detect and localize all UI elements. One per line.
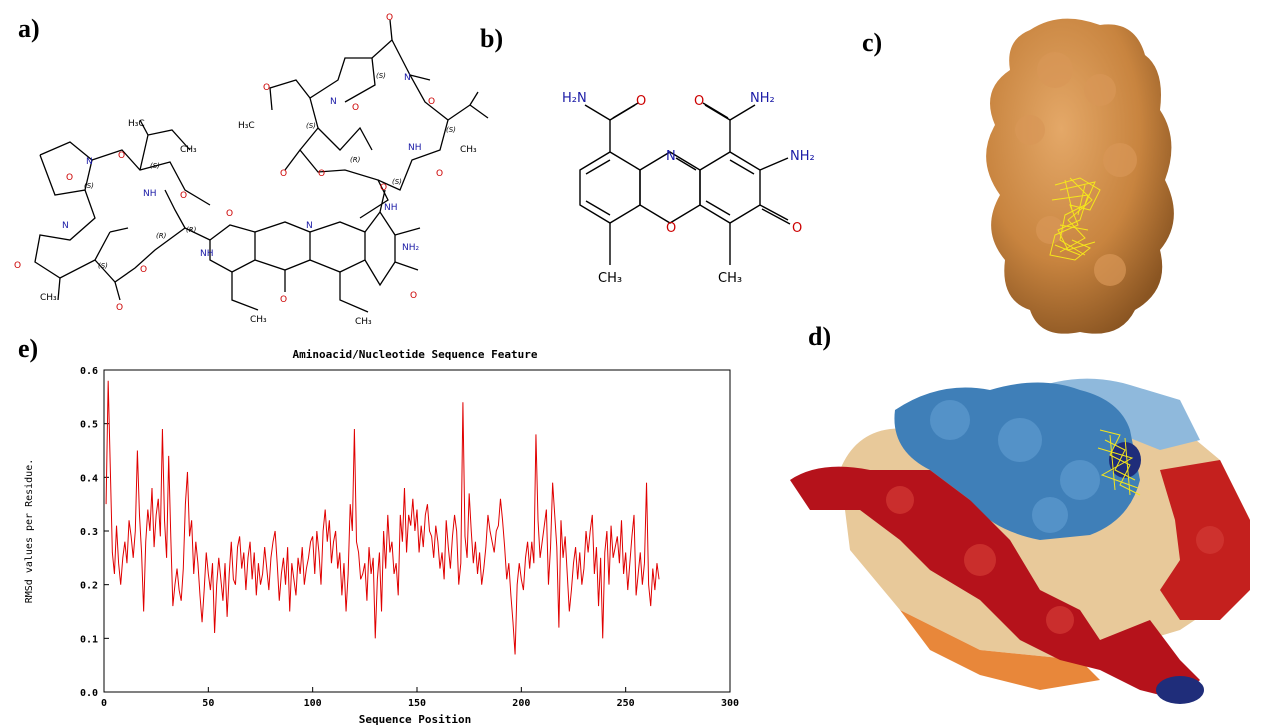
atom-label-h2n: H₂N [562, 91, 587, 106]
stereo-label-r: (R) [186, 226, 197, 234]
rmsd-chart: Aminoacid/Nucleotide Sequence Feature RM… [24, 348, 739, 726]
y-tick-label: 0.1 [80, 634, 98, 645]
x-tick-label: 100 [304, 698, 322, 709]
stereo-label-r: (R) [350, 156, 361, 164]
panel-label-a: a) [18, 14, 40, 43]
actinomycin-structure: H₃C CH₃ H₃C CH₃ CH₃ CH₃ CH₃ N NH NH N NH… [14, 13, 489, 327]
stereo-label-s: (S) [84, 182, 94, 190]
plot-frame [103, 369, 731, 693]
atom-label-h3c: H₃C [238, 121, 255, 131]
atom-label-o: O [140, 265, 147, 275]
protein-surface [986, 18, 1174, 334]
y-axis-label: RMSd values per Residue. [24, 459, 35, 604]
orange-region [900, 610, 1100, 690]
atom-label-nh2: NH₂ [750, 91, 775, 106]
atom-label-n: N [86, 157, 93, 167]
atom-label-o: O [386, 13, 393, 23]
panel-label-b: b) [480, 24, 504, 53]
atom-label-ch3: CH₃ [355, 317, 372, 327]
chart-title: Aminoacid/Nucleotide Sequence Feature [292, 348, 537, 361]
atom-label-n: N [666, 149, 676, 164]
atom-label-n: N [62, 221, 69, 231]
navy-patch [1109, 442, 1141, 478]
atom-label-o: O [352, 103, 359, 113]
x-tick-label: 0 [101, 698, 107, 709]
y-tick-label: 0.6 [80, 366, 98, 377]
navy-patch [1156, 676, 1204, 704]
atom-label-n: N [306, 221, 313, 231]
red-region [790, 466, 1200, 700]
atom-label-o: O [792, 221, 802, 236]
x-axis-label: Sequence Position [359, 713, 472, 726]
panel-label-d: d) [808, 322, 832, 351]
atom-label-o: O [116, 303, 123, 313]
atom-label-o: O [280, 295, 287, 305]
y-tick-label: 0.5 [80, 420, 98, 431]
x-tick-label: 200 [512, 698, 530, 709]
atom-label-nh2: NH₂ [790, 149, 815, 164]
stereo-label-s: (S) [392, 178, 402, 186]
atom-label-o: O [380, 183, 387, 193]
atom-label-nh2: NH₂ [402, 243, 420, 253]
ligand-mesh [1097, 429, 1141, 496]
atom-label-nh: NH [384, 203, 398, 213]
y-tick-label: 0.0 [80, 688, 98, 699]
atom-label-ch3: CH₃ [718, 271, 742, 286]
atom-label-ch3: CH₃ [180, 145, 197, 155]
atom-label-nh: NH [408, 143, 422, 153]
rmsd-series-line [105, 380, 660, 655]
atom-label-ch3: CH₃ [598, 271, 622, 286]
atom-label-o: O [636, 94, 646, 109]
protein-surface-c [986, 18, 1174, 334]
protein-surface-d [790, 378, 1250, 704]
x-tick-label: 150 [408, 698, 426, 709]
atom-label-o: O [666, 221, 676, 236]
stereo-label-s: (S) [98, 262, 108, 270]
atom-label-nh: NH [200, 249, 214, 259]
atom-label-o: O [318, 169, 325, 179]
atom-label-o: O [180, 191, 187, 201]
atom-label-h3c: H₃C [128, 119, 145, 129]
y-tick-label: 0.2 [80, 581, 98, 592]
atom-label-o: O [66, 173, 73, 183]
atom-label-n: N [330, 97, 337, 107]
atom-label-n: N [404, 73, 411, 83]
x-tick-label: 50 [202, 698, 214, 709]
panel-label-c: c) [862, 28, 883, 57]
stereo-label-s: (S) [446, 126, 456, 134]
atom-label-nh: NH [143, 189, 157, 199]
chromophore-structure: H₂N NH₂ NH₂ N O O O O CH₃ CH₃ [562, 91, 815, 286]
stereo-label-s: (S) [306, 122, 316, 130]
atom-label-o: O [694, 94, 704, 109]
stereo-label-r: (R) [156, 232, 167, 240]
atom-label-ch3: CH₃ [460, 145, 477, 155]
y-tick-label: 0.3 [80, 527, 98, 538]
atom-label-o: O [14, 261, 21, 271]
atom-label-o: O [118, 151, 125, 161]
x-tick-label: 300 [721, 698, 739, 709]
x-tick-label: 250 [617, 698, 635, 709]
atom-label-o: O [226, 209, 233, 219]
panel-label-e: e) [18, 334, 39, 363]
atom-label-o: O [263, 83, 270, 93]
atom-label-o: O [428, 97, 435, 107]
y-ticks: 0.0 0.1 0.2 0.3 0.4 0.5 0.6 [80, 366, 109, 699]
atom-label-o: O [410, 291, 417, 301]
atom-label-ch3: CH₃ [40, 293, 57, 303]
x-ticks: 0 50 100 150 200 250 300 [101, 687, 739, 709]
stereo-label-s: (S) [376, 72, 386, 80]
atom-label-ch3: CH₃ [250, 315, 267, 325]
atom-label-o: O [436, 169, 443, 179]
atom-label-o: O [280, 169, 287, 179]
stereo-label-s: (S) [150, 162, 160, 170]
y-tick-label: 0.4 [80, 473, 98, 484]
ligand-mesh [1049, 177, 1101, 261]
